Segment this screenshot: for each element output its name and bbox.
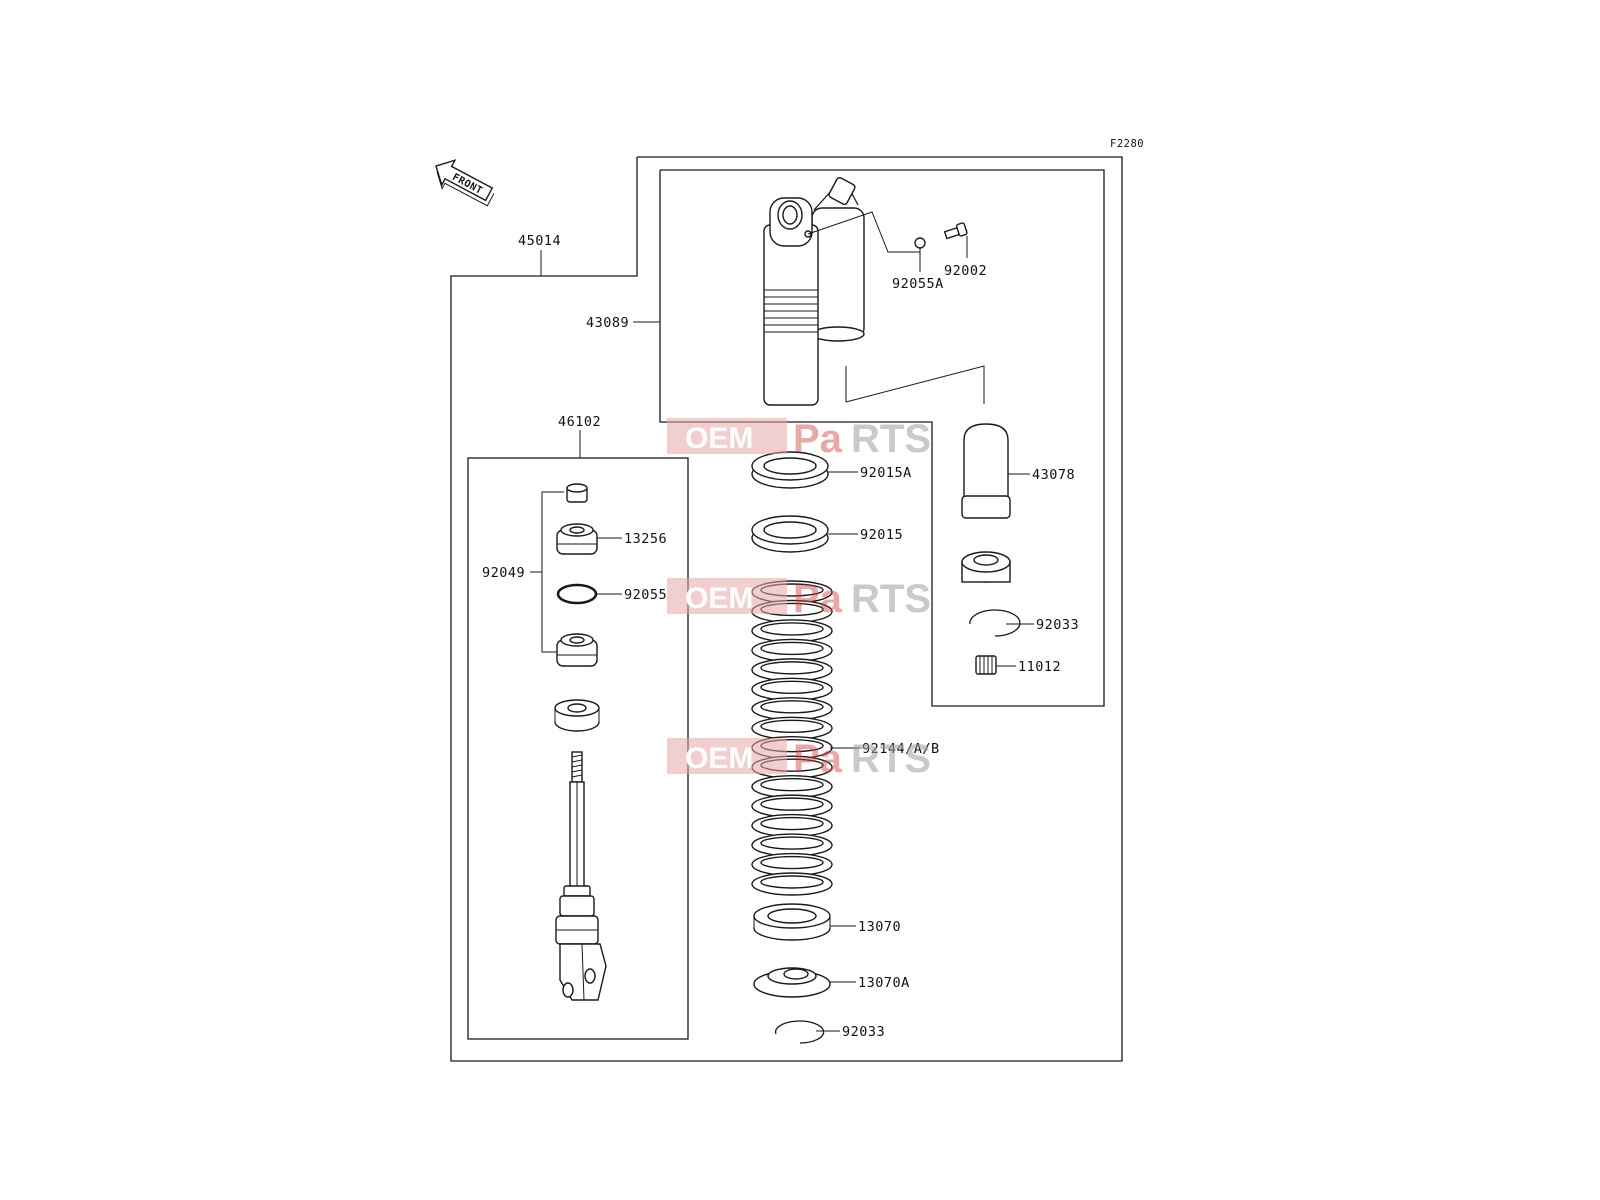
spring-coil-inner: [760, 700, 824, 714]
spring-92144: [751, 580, 833, 896]
part-label-92033-lower: 92033: [842, 1024, 885, 1040]
watermark-pa: Pa: [793, 737, 843, 781]
spring-coil-inner: [760, 836, 824, 850]
bolt-92002: [943, 222, 968, 240]
shock-body-box-43089: [659, 169, 1105, 707]
watermark-2: OEM Pa RTS: [667, 577, 931, 621]
part-label-13070A: 13070A: [858, 975, 910, 991]
shock-absorber-body: [763, 176, 865, 406]
spring-coil-inner: [760, 875, 824, 889]
watermark-oem: OEM: [685, 422, 753, 455]
reservoir-cap: [961, 551, 1011, 583]
front-arrow-icon: FRONT: [435, 159, 495, 207]
spring-coil-inner: [760, 661, 824, 675]
nut-92015: [751, 515, 829, 553]
piston-rod: [555, 751, 607, 1001]
diagram-code: F2280: [1110, 138, 1144, 150]
part-label-92055: 92055: [624, 587, 667, 603]
rod-bushing-lower: [556, 633, 598, 667]
part-label-92015A: 92015A: [860, 465, 912, 481]
part-label-92055A: 92055A: [892, 276, 944, 292]
spring-coil-inner: [760, 816, 824, 831]
rebound-bumper: [554, 699, 600, 732]
part-label-43089: 43089: [586, 315, 629, 331]
spring-coil-inner: [760, 641, 824, 656]
watermark-rts: RTS: [851, 577, 931, 621]
spring-coil-inner: [760, 680, 824, 695]
spring-coil-inner: [760, 797, 824, 811]
part-label-92144: 92144/A/B: [862, 741, 940, 757]
watermark-oem: OEM: [685, 582, 753, 615]
part-label-92002: 92002: [944, 263, 987, 279]
spring-coil-inner: [760, 855, 824, 870]
spring-seat-13070: [753, 903, 831, 941]
watermark-oem: OEM: [685, 742, 753, 775]
bladder-43078: [961, 423, 1011, 519]
bushing-13256: [556, 523, 598, 555]
spring-coil-inner: [760, 622, 824, 636]
spring-coil-inner: [760, 719, 824, 733]
part-label-92033-upper: 92033: [1036, 617, 1079, 633]
watermark-pa: Pa: [793, 577, 843, 621]
part-label-13070: 13070: [858, 919, 901, 935]
rod-nut: [566, 483, 588, 503]
part-label-43078: 43078: [1032, 467, 1075, 483]
circlip-92033-lower: [774, 1020, 825, 1044]
watermark-1: OEM Pa RTS: [667, 417, 931, 461]
valve-cap-11012: [975, 655, 997, 675]
o-ring-92055: [556, 583, 598, 605]
circlip-92033-upper: [969, 609, 1021, 637]
watermark-3: OEM Pa RTS: [667, 737, 931, 781]
part-label-13256: 13256: [624, 531, 667, 547]
part-label-46102: 46102: [558, 414, 601, 430]
part-label-45014: 45014: [518, 233, 561, 249]
watermark-rts: RTS: [851, 737, 931, 781]
spring-coil-inner: [760, 777, 824, 792]
lock-nut-92015A: [751, 451, 829, 489]
watermark-rts: RTS: [851, 417, 931, 461]
watermark-pa: Pa: [793, 417, 843, 461]
assembly-outline-45014: [450, 156, 1123, 1062]
part-label-11012: 11012: [1018, 659, 1061, 675]
spring-seat-13070A: [753, 967, 831, 998]
part-label-92015: 92015: [860, 527, 903, 543]
part-label-92049: 92049: [482, 565, 525, 581]
o-ring-92055A: [914, 237, 926, 249]
